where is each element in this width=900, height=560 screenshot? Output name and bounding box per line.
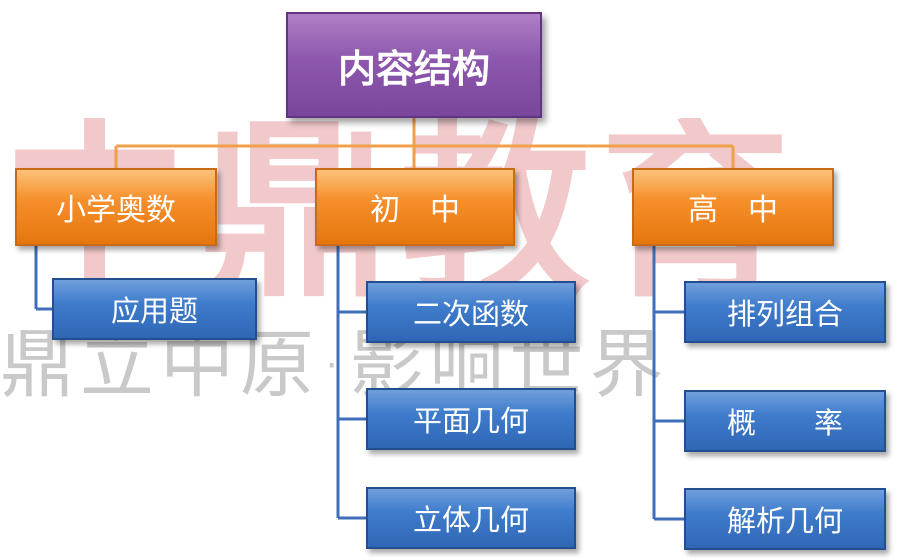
leaf-node-label: 立体几何 xyxy=(412,503,529,537)
leaf-node-label: 排列组合 xyxy=(726,297,843,331)
leaf-node: 二次函数 xyxy=(366,281,576,343)
category-node-middle: 初 中 xyxy=(315,168,515,246)
root-node-label: 内容结构 xyxy=(337,46,490,91)
leaf-node-label: 二次函数 xyxy=(412,297,529,331)
category-node-primary: 小学奥数 xyxy=(15,168,217,246)
leaf-node: 平面几何 xyxy=(366,388,576,450)
category-node-label: 小学奥数 xyxy=(56,193,176,228)
category-node-label: 初 中 xyxy=(370,193,460,228)
leaf-node: 排列组合 xyxy=(684,281,886,343)
leaf-node: 概 率 xyxy=(684,390,886,452)
leaf-node: 解析几何 xyxy=(684,488,886,550)
category-node-label: 高 中 xyxy=(688,193,778,228)
leaf-node: 应用题 xyxy=(52,278,257,340)
category-node-high: 高 中 xyxy=(632,168,834,246)
leaf-node-label: 概 率 xyxy=(726,406,843,440)
root-node: 内容结构 xyxy=(286,12,542,118)
leaf-node-label: 解析几何 xyxy=(726,504,843,538)
leaf-node-label: 应用题 xyxy=(110,294,198,328)
leaf-node-label: 平面几何 xyxy=(412,404,529,438)
leaf-node: 立体几何 xyxy=(366,487,576,549)
